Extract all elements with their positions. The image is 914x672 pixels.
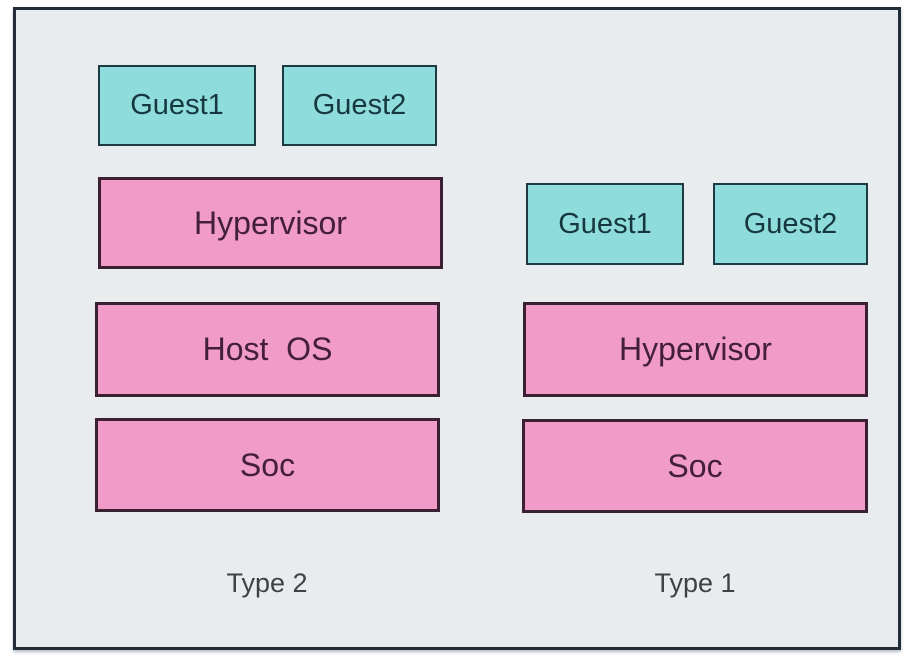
type2-label: Type 2	[226, 568, 308, 598]
type1-guest1-box: Guest1	[526, 183, 684, 265]
diagram-frame: Guest1 Guest2 Hypervisor Host OS Soc Typ…	[13, 7, 901, 650]
type2-host-os-box: Host OS	[95, 302, 440, 397]
type2-guest2-box: Guest2	[282, 65, 437, 146]
type2-soc-box: Soc	[95, 418, 440, 512]
type1-hypervisor-box: Hypervisor	[523, 302, 868, 397]
type2-guest1-box: Guest1	[98, 65, 256, 146]
type1-label: Type 1	[654, 568, 736, 598]
type1-soc-box: Soc	[522, 419, 868, 513]
type2-hypervisor-box: Hypervisor	[98, 177, 443, 269]
type1-guest2-box: Guest2	[713, 183, 868, 265]
